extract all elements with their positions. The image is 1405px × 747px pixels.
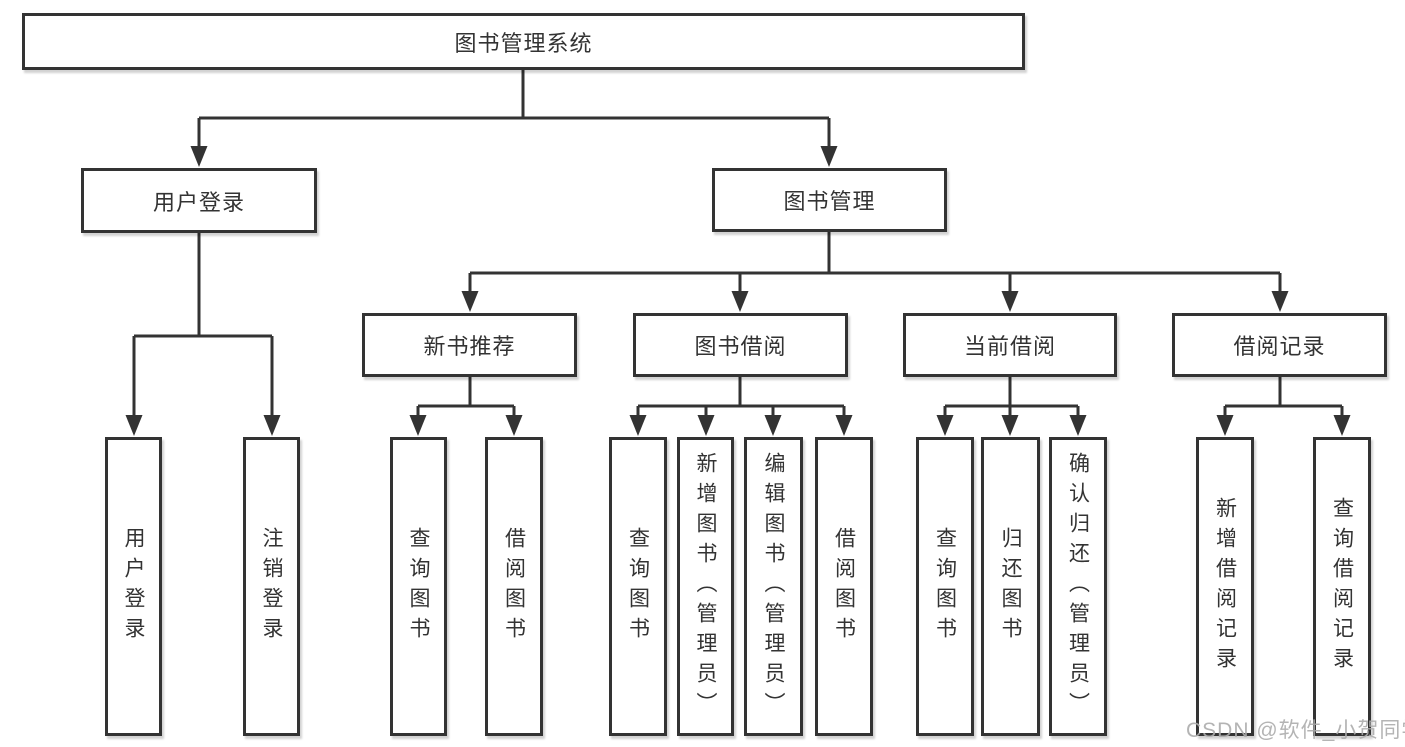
node-leaf-cb-confirm-return-admin: 确认归还（管理员） — [1049, 437, 1107, 736]
node-book-borrow: 图书借阅 — [633, 313, 848, 377]
node-borrow-records: 借阅记录 — [1172, 313, 1387, 377]
arrowhead-icons — [125, 146, 1351, 436]
node-leaf-nb-borrow-books: 借阅图书 — [485, 437, 543, 736]
node-leaf-cb-return-books: 归还图书 — [981, 437, 1040, 736]
node-library-system: 图书管理系统 — [22, 13, 1025, 70]
node-book-management-module: 图书管理 — [712, 168, 947, 232]
node-leaf-bb-add-books-admin: 新增图书（管理员） — [677, 437, 734, 736]
csdn-watermark: CSDN @软件_小贺同学 — [1186, 719, 1405, 742]
node-leaf-user-login: 用户登录 — [105, 437, 162, 736]
node-leaf-bb-query-books: 查询图书 — [609, 437, 667, 736]
node-leaf-nb-query-books: 查询图书 — [390, 437, 447, 736]
node-leaf-logout: 注销登录 — [243, 437, 300, 736]
node-current-borrow: 当前借阅 — [903, 313, 1117, 377]
node-user-login-module: 用户登录 — [81, 168, 317, 233]
node-leaf-br-add-record: 新增借阅记录 — [1196, 437, 1254, 736]
node-leaf-cb-query-books: 查询图书 — [916, 437, 974, 736]
node-leaf-bb-borrow-books: 借阅图书 — [815, 437, 873, 736]
node-new-book-recommend: 新书推荐 — [362, 313, 577, 377]
node-leaf-br-query-record: 查询借阅记录 — [1313, 437, 1371, 736]
node-leaf-bb-edit-books-admin: 编辑图书（管理员） — [744, 437, 803, 736]
